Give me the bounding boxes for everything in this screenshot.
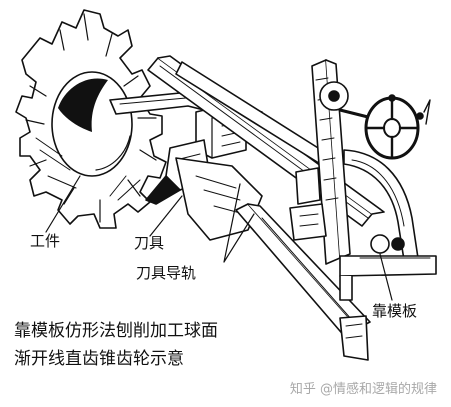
label-workpiece: 工件	[30, 232, 61, 250]
label-template-plate: 靠模板	[372, 302, 418, 320]
workpiece-gear	[15, 9, 167, 233]
hand-wheel	[338, 94, 431, 160]
label-cutter: 刀具	[134, 234, 165, 252]
rail-support	[339, 315, 369, 361]
template-plate	[339, 149, 437, 301]
caption-line-1: 靠模板仿形法刨削加工球面	[14, 321, 218, 341]
base-slide	[175, 157, 263, 241]
caption-line-2: 渐开线直齿锥齿轮示意	[14, 349, 184, 369]
watermark: 知乎 @情感和逻辑的规律	[289, 382, 437, 397]
vertical-column	[289, 59, 351, 265]
label-cutter-guide: 刀具导轨	[136, 264, 197, 282]
